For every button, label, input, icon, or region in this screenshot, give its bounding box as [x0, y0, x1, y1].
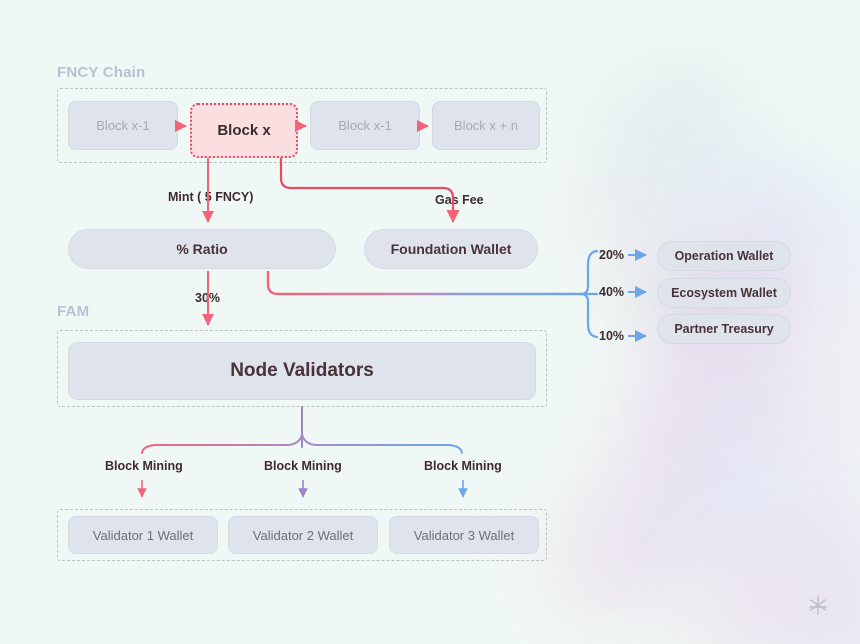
- mint-label: Mint ( 5 FNCY): [168, 190, 254, 204]
- background-blob-right: [780, 175, 860, 465]
- foundation-wallet-node[interactable]: Foundation Wallet: [364, 229, 538, 269]
- ratio-node[interactable]: % Ratio: [68, 229, 336, 269]
- ecosystem-wallet-node[interactable]: Ecosystem Wallet: [657, 278, 791, 308]
- background-blob-a: [583, 143, 857, 587]
- block-mining-label-1: Block Mining: [105, 459, 183, 473]
- block-x-plus-n[interactable]: Block x + n: [432, 101, 540, 150]
- block-mining-label-3: Block Mining: [424, 459, 502, 473]
- gas-fee-label: Gas Fee: [435, 193, 484, 207]
- block-x-minus-1-left[interactable]: Block x-1: [68, 101, 178, 150]
- distribution-brace: [579, 249, 599, 339]
- distribution-percent-0: 20%: [599, 248, 625, 262]
- section-label-fam: FAM: [57, 303, 90, 320]
- validator-1-wallet[interactable]: Validator 1 Wallet: [68, 516, 218, 554]
- validator-2-wallet[interactable]: Validator 2 Wallet: [228, 516, 378, 554]
- node-validators-node[interactable]: Node Validators: [68, 342, 536, 400]
- mining-brace: [141, 406, 463, 454]
- section-label-fncy-chain: FNCY Chain: [57, 64, 146, 81]
- distribution-percent-1: 40%: [599, 285, 625, 299]
- partner-treasury-node[interactable]: Partner Treasury: [657, 314, 791, 344]
- block-x-active[interactable]: Block x: [190, 103, 298, 158]
- block-mining-label-2: Block Mining: [264, 459, 342, 473]
- block-x-minus-1-right[interactable]: Block x-1: [310, 101, 420, 150]
- distribution-trunk-connector: [266, 271, 581, 296]
- validator-wallets-group: [57, 509, 547, 561]
- background-blob-f: [675, 515, 860, 644]
- distribution-arrows: [628, 249, 647, 342]
- validator-share-label: 30%: [195, 291, 221, 305]
- gas-fee-connector: [279, 158, 460, 224]
- validator-3-wallet[interactable]: Validator 3 Wallet: [389, 516, 539, 554]
- distribution-percent-2: 10%: [599, 329, 625, 343]
- mining-arrows: [137, 480, 468, 498]
- asterisk-logo-icon: [809, 595, 827, 615]
- operation-wallet-node[interactable]: Operation Wallet: [657, 241, 791, 271]
